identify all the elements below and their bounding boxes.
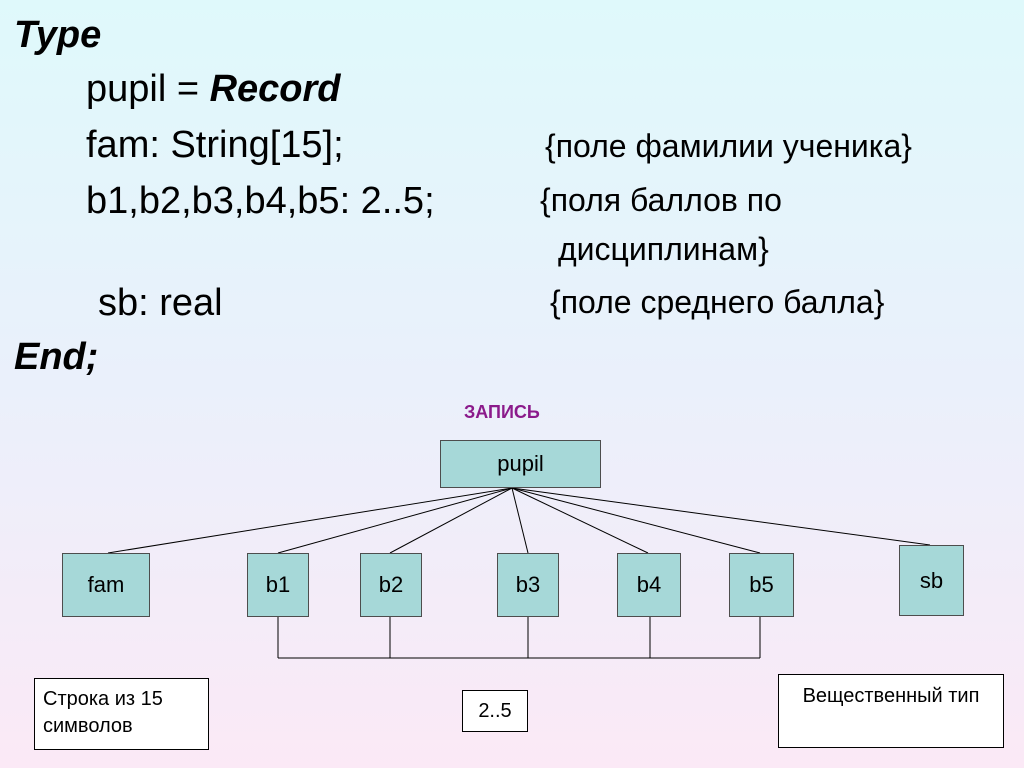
b4-node: b4 [617, 553, 681, 617]
edge-pupil-sb [511, 487, 931, 546]
real-type-note: Вещественный тип [778, 674, 1004, 748]
scores-comment-line2: дисциплинам} [558, 231, 769, 267]
fam-field-line: fam: String[15]; [86, 124, 344, 166]
edge-pupil-b3 [511, 487, 529, 554]
diagram-header: ЗАПИСЬ [464, 402, 540, 422]
sb-comment: {поле среднего балла} [550, 284, 885, 320]
end-keyword: End; [14, 336, 99, 378]
b3-node: b3 [497, 553, 559, 617]
b1-node: b1 [247, 553, 309, 617]
scores-field-line: b1,b2,b3,b4,b5: 2..5; [86, 180, 435, 222]
type-keyword: Type [14, 14, 102, 56]
pupil-node: pupil [440, 440, 601, 488]
b2-node: b2 [360, 553, 422, 617]
edge-pupil-b5 [511, 487, 761, 554]
range-type-note: 2..5 [462, 690, 528, 732]
pupil-record-line: pupil = Record [86, 70, 341, 108]
edge-pupil-b4 [511, 487, 649, 554]
edge-pupil-fam [107, 487, 513, 554]
fam-node: fam [62, 553, 150, 617]
fam-comment: {поле фамилии ученика} [545, 128, 912, 164]
sb-field-line: sb: real [98, 282, 223, 324]
scores-comment-line1: {поля баллов по [540, 182, 782, 218]
pupil-prefix: pupil = [86, 68, 210, 110]
b5-node: b5 [729, 553, 794, 617]
record-keyword: Record [209, 68, 341, 110]
fam-type-note: Строка из 15 символов [34, 678, 209, 750]
sb-node: sb [899, 545, 964, 616]
edge-pupil-b2 [389, 487, 513, 554]
edge-pupil-b1 [277, 487, 513, 554]
